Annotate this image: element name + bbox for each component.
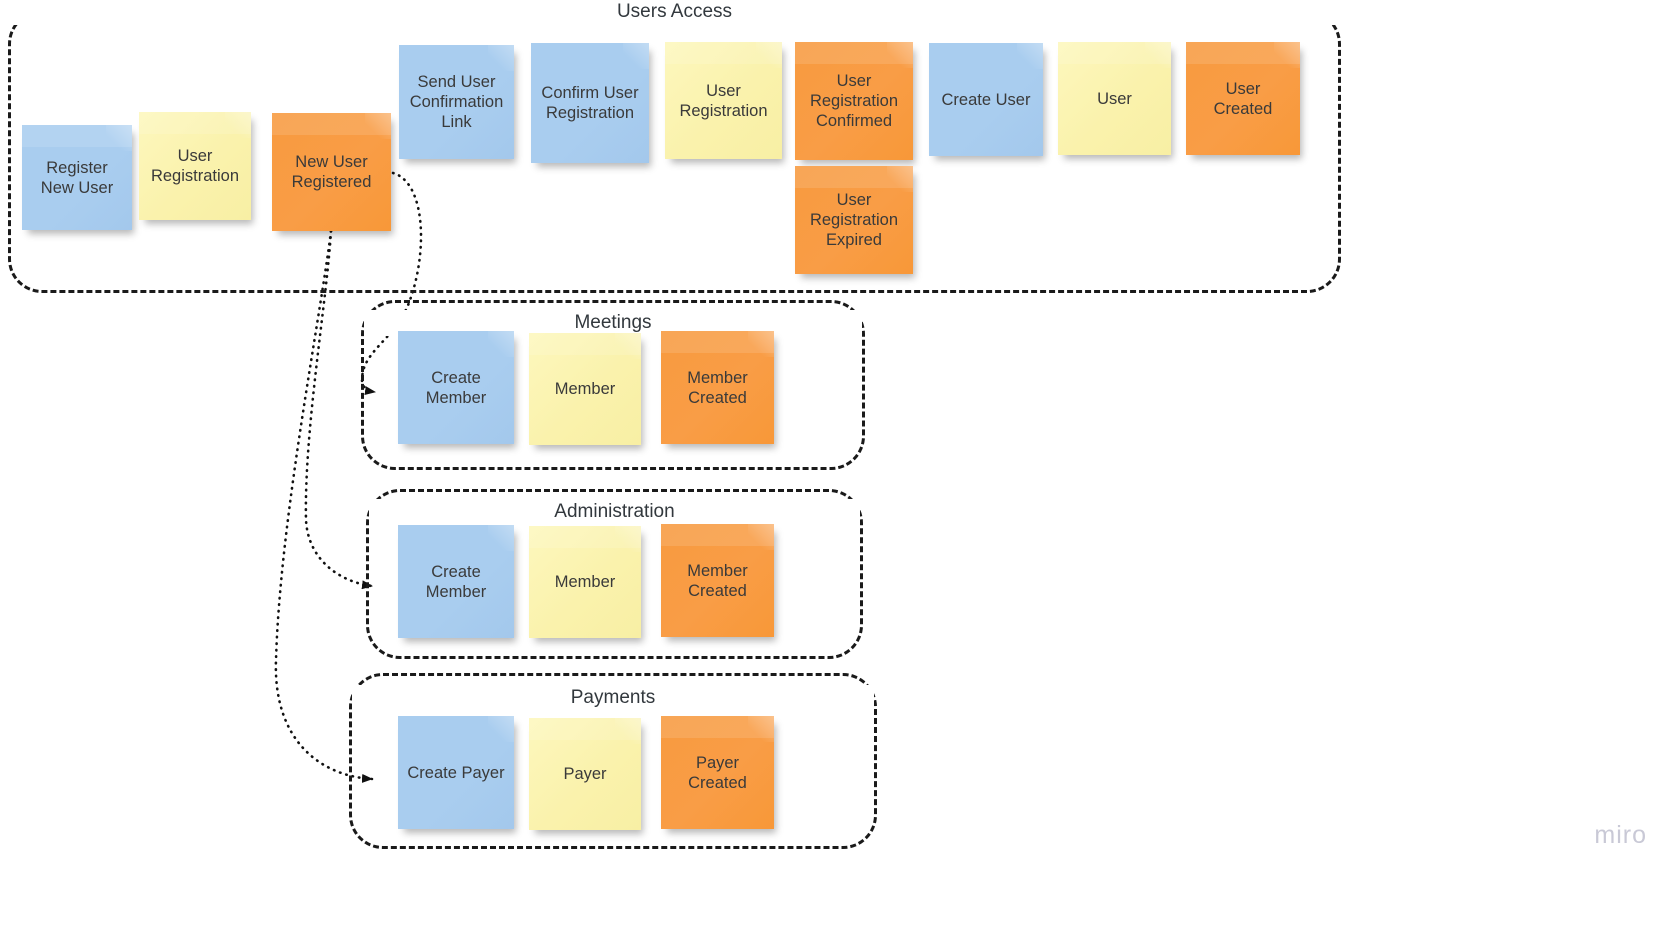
sticky-note-administration-member-created[interactable]: Member Created [661, 524, 774, 637]
sticky-note-label: User Registration [679, 81, 768, 120]
sticky-note-label: User Registration [150, 147, 240, 185]
sticky-note-user-registration-1[interactable]: User Registration [139, 112, 251, 220]
sticky-note-label: Confirm User Registration [541, 84, 639, 122]
sticky-note-label: User Registration Expired [809, 191, 899, 249]
group-administration[interactable]: Administration [366, 489, 863, 659]
sticky-note-meetings-member[interactable]: Member [529, 333, 641, 445]
sticky-note-confirm-user-registration[interactable]: Confirm User Registration [531, 43, 649, 163]
sticky-note-label: User Created [1213, 79, 1273, 118]
sticky-note-label: User [1097, 89, 1132, 108]
sticky-note-new-user-registered[interactable]: New User Registered [272, 113, 391, 231]
miro-watermark: miro [1594, 821, 1647, 849]
sticky-note-user-registration-expired[interactable]: User Registration Expired [795, 166, 913, 274]
sticky-note-label: Member Created [687, 368, 748, 407]
sticky-note-label: Create User [941, 90, 1031, 109]
sticky-note-create-user[interactable]: Create User [929, 43, 1043, 156]
group-label-users-access: Users Access [11, 0, 1338, 25]
sticky-note-user-created[interactable]: User Created [1186, 42, 1300, 155]
sticky-note-user-registration-2[interactable]: User Registration [665, 42, 782, 159]
sticky-note-label: Payer Created [688, 753, 747, 792]
sticky-note-payments-payer[interactable]: Payer [529, 718, 641, 830]
group-users-access[interactable]: Users Access [8, 0, 1341, 293]
sticky-note-label: Payer [563, 765, 607, 783]
sticky-note-payments-create-payer[interactable]: Create Payer [398, 716, 514, 829]
sticky-note-label: Create Member [425, 368, 487, 407]
sticky-note-meetings-create-member[interactable]: Create Member [398, 331, 514, 444]
sticky-note-label: Send User Confirmation Link [409, 73, 504, 131]
sticky-note-register-new-user[interactable]: Register New User [22, 125, 132, 230]
group-label-administration: Administration [369, 499, 860, 525]
sticky-note-administration-member[interactable]: Member [529, 526, 641, 638]
sticky-note-label: User Registration Confirmed [809, 72, 899, 130]
sticky-note-send-user-confirmation-link[interactable]: Send User Confirmation Link [399, 45, 514, 159]
sticky-note-payments-payer-created[interactable]: Payer Created [661, 716, 774, 829]
sticky-note-label: Member [554, 573, 616, 591]
sticky-note-label: Register New User [40, 158, 114, 197]
sticky-note-label: Create Payer [407, 763, 505, 782]
sticky-note-meetings-member-created[interactable]: Member Created [661, 331, 774, 444]
sticky-note-administration-create-member[interactable]: Create Member [398, 525, 514, 638]
group-label-payments: Payments [352, 685, 874, 711]
sticky-note-label: Create Member [425, 562, 487, 601]
sticky-note-user[interactable]: User [1058, 42, 1171, 155]
sticky-note-label: Member [554, 380, 616, 398]
sticky-note-label: Member Created [687, 561, 748, 600]
sticky-note-user-registration-confirmed[interactable]: User Registration Confirmed [795, 42, 913, 160]
sticky-note-label: New User Registered [291, 153, 372, 191]
group-payments[interactable]: Payments [349, 673, 877, 849]
